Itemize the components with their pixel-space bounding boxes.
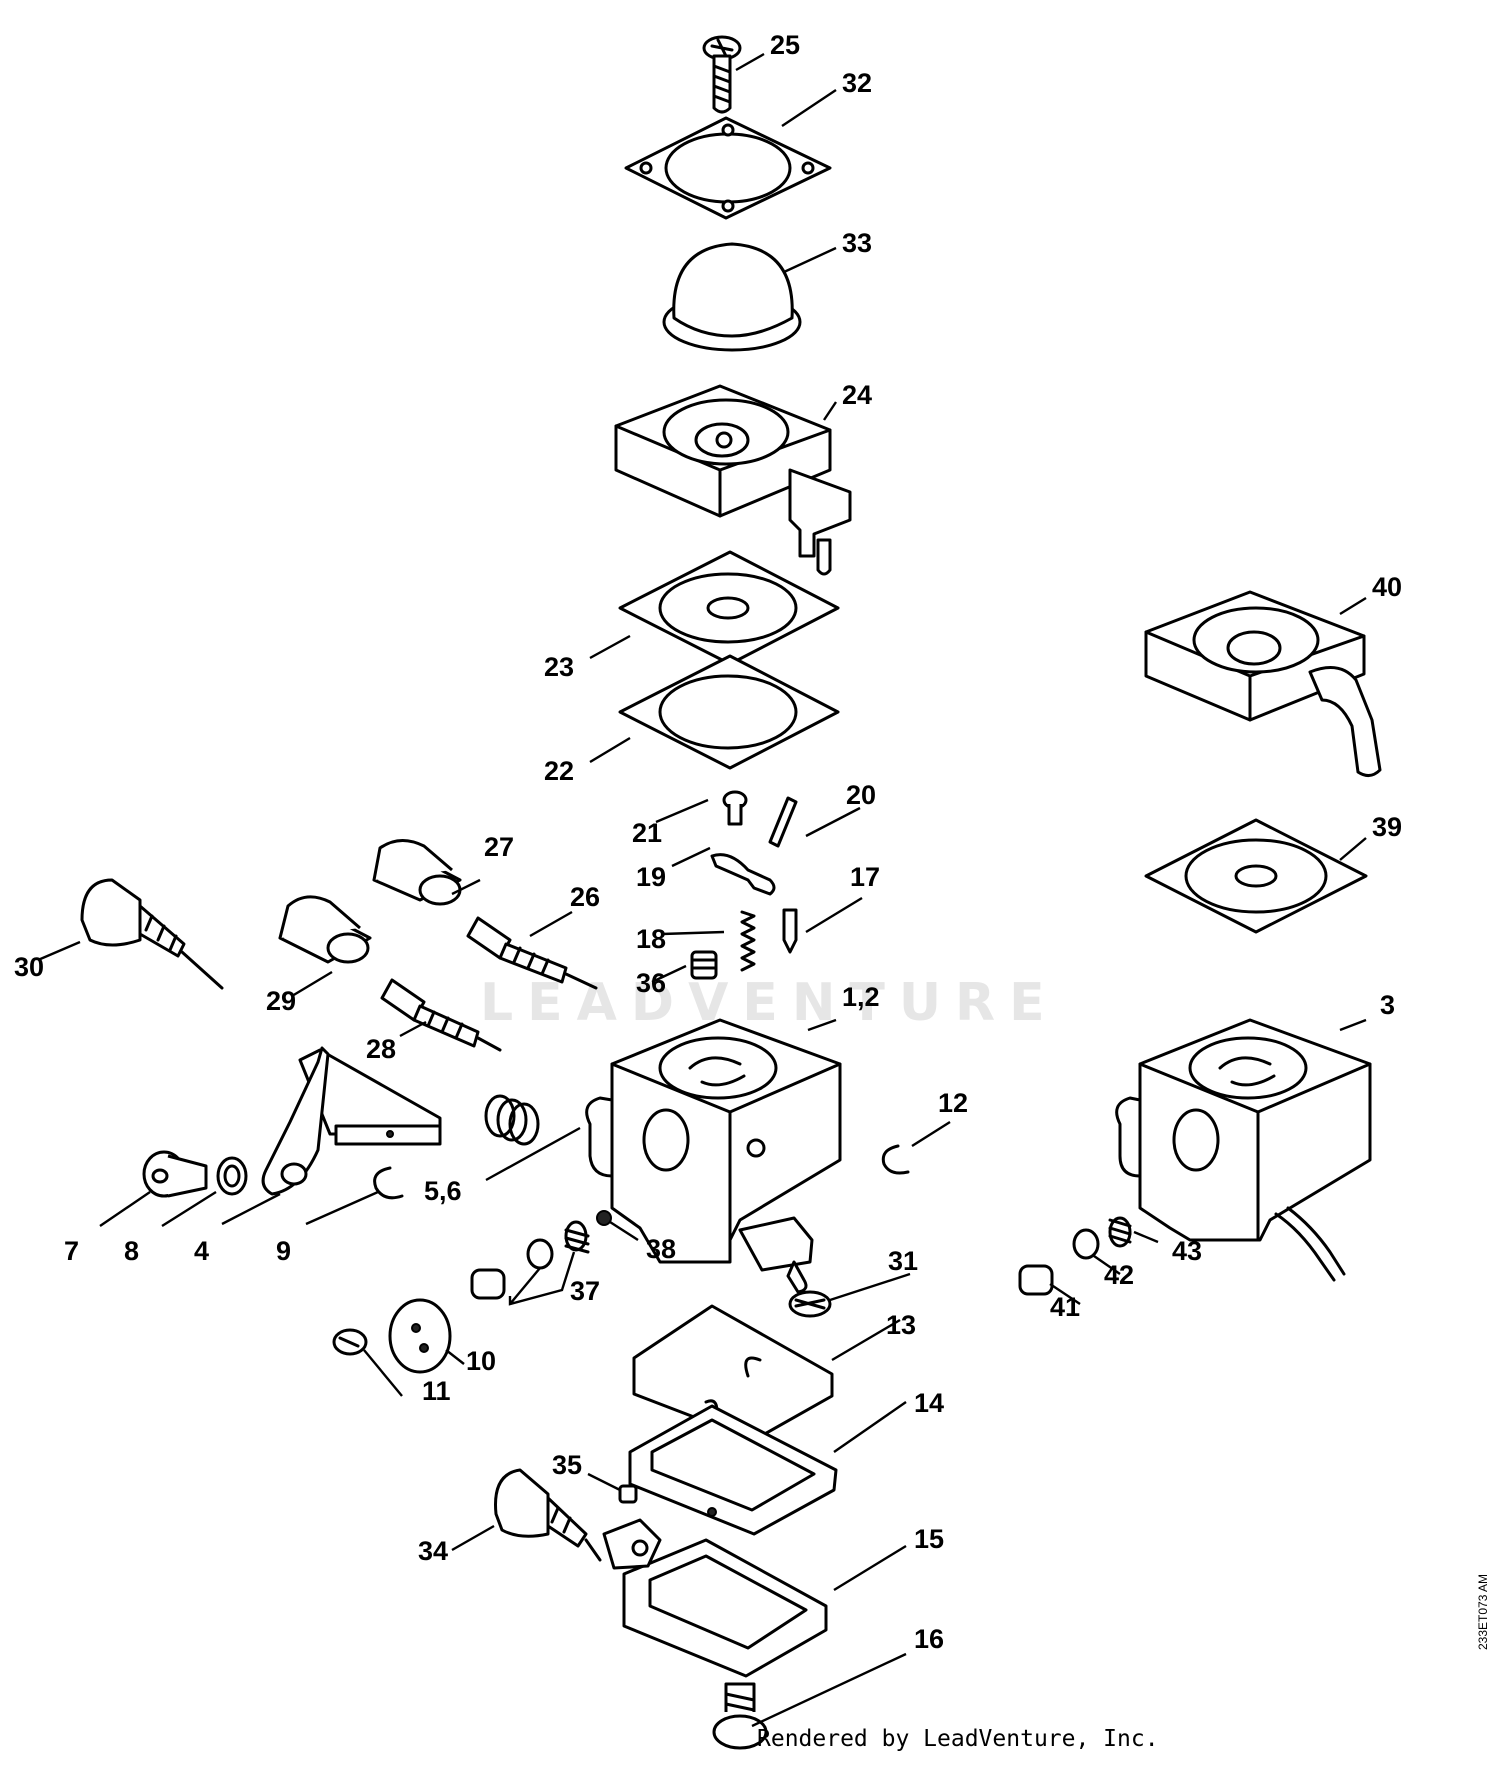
callout-7: 7	[64, 1236, 79, 1266]
callout-24: 24	[842, 380, 872, 410]
callout-37: 37	[570, 1276, 600, 1306]
callout-41: 41	[1050, 1292, 1080, 1322]
part-11-screw	[332, 1328, 368, 1356]
part-38-screen	[596, 1210, 612, 1226]
callout-28: 28	[366, 1034, 396, 1064]
part-30-adjusting-screw	[80, 878, 224, 990]
callout-34: 34	[418, 1536, 448, 1566]
part-15-end-cover	[602, 1507, 828, 1678]
part-29-limiter-cap	[278, 895, 372, 964]
part-27-limiter-cap	[372, 839, 462, 906]
part-39-diaphragm	[1144, 818, 1368, 934]
callout-32: 32	[842, 68, 872, 98]
part-17-needle	[782, 908, 798, 954]
callout-23: 23	[544, 652, 574, 682]
part-28-adjusting-screw	[380, 978, 502, 1052]
callout-12: 12	[938, 1088, 968, 1118]
part-36-plug	[690, 950, 718, 980]
part-24-pump-cover	[614, 384, 852, 576]
callout-33: 33	[842, 228, 872, 258]
callout-4: 4	[194, 1236, 209, 1266]
part-25-screw	[702, 35, 742, 114]
callout-20: 20	[846, 780, 876, 810]
render-credit: Rendered by LeadVenture, Inc.	[757, 1726, 1159, 1752]
part-32-gasket	[624, 116, 832, 220]
callout-10: 10	[466, 1346, 496, 1376]
part-40-pump-cover	[1144, 590, 1382, 777]
callout-30: 30	[14, 952, 44, 982]
part-16-screw	[712, 1682, 768, 1750]
part-21-screw	[722, 790, 748, 826]
part-7-nut	[142, 1150, 208, 1198]
part-43-spring	[1108, 1216, 1132, 1248]
part-37-plug	[470, 1220, 590, 1300]
callout-31: 31	[888, 1246, 918, 1276]
callout-19: 19	[636, 862, 666, 892]
leader-lines	[37, 52, 1367, 1728]
callout-35: 35	[552, 1450, 582, 1480]
callout-16: 16	[914, 1624, 944, 1654]
callout-22: 22	[544, 756, 574, 786]
callout-9: 9	[276, 1236, 291, 1266]
callout-14: 14	[914, 1388, 944, 1418]
part-35-pin	[618, 1484, 638, 1504]
part-12-clip	[881, 1144, 910, 1175]
callout-18: 18	[636, 924, 666, 954]
callout-27: 27	[484, 832, 514, 862]
part-18-spring	[740, 910, 756, 972]
callout-1-2: 1,2	[842, 982, 880, 1012]
part-23-diaphragm	[618, 550, 840, 666]
callout-13: 13	[886, 1310, 916, 1340]
callout-36: 36	[636, 968, 666, 998]
callout-3: 3	[1380, 990, 1395, 1020]
part-42-o-ring	[1072, 1228, 1100, 1260]
part-3-carburetor-body	[1115, 1018, 1372, 1282]
part-19-lever	[710, 853, 776, 896]
part-33-primer-bulb	[662, 242, 802, 352]
part-31-screen	[788, 1290, 832, 1318]
drawing-number: 233ET073 AM	[1476, 1573, 1490, 1650]
callout-15: 15	[914, 1524, 944, 1554]
callout-38: 38	[646, 1234, 676, 1264]
callout-26: 26	[570, 882, 600, 912]
part-9-clip	[373, 1166, 404, 1200]
callout-43: 43	[1172, 1236, 1202, 1266]
callout-labels: 25 32 33 24 40 23 22 21 20 39 19 17 27 2…	[14, 30, 1402, 1654]
callout-8: 8	[124, 1236, 139, 1266]
callout-5-6: 5,6	[424, 1176, 462, 1206]
part-4-throttle-shaft	[261, 1046, 442, 1196]
callout-17: 17	[850, 862, 880, 892]
part-10-throttle-plate	[388, 1298, 452, 1374]
callout-25: 25	[770, 30, 800, 60]
part-14-gasket	[628, 1404, 838, 1536]
part-5-6-spring	[484, 1094, 540, 1146]
part-22-gasket	[618, 654, 840, 770]
part-1-2-carburetor-body	[585, 1018, 842, 1294]
part-41-plug	[1018, 1264, 1054, 1296]
part-20-pin	[768, 796, 798, 848]
part-26-adjusting-screw	[466, 916, 598, 990]
callout-42: 42	[1104, 1260, 1134, 1290]
part-8-washer	[216, 1156, 248, 1196]
part-34-idle-screw	[494, 1468, 602, 1562]
watermark-text: LEADVENTURE	[480, 973, 1059, 1033]
callout-40: 40	[1372, 572, 1402, 602]
callout-11: 11	[422, 1376, 451, 1406]
callout-39: 39	[1372, 812, 1402, 842]
callout-29: 29	[266, 986, 296, 1016]
callout-21: 21	[632, 818, 662, 848]
